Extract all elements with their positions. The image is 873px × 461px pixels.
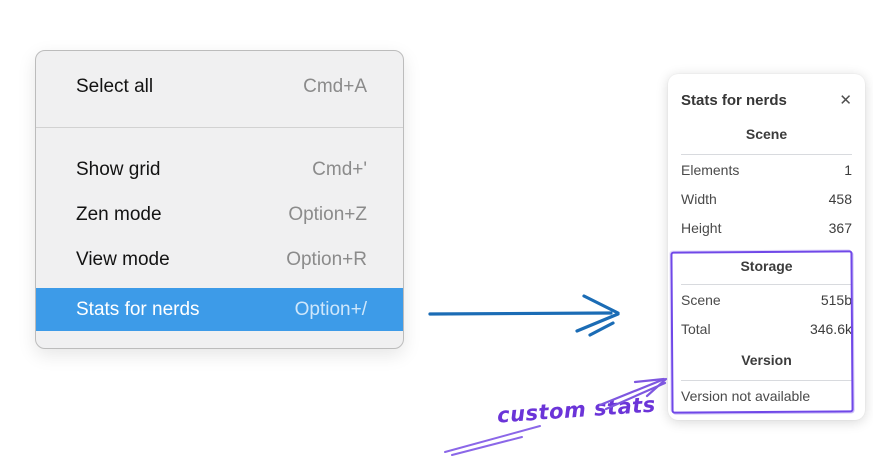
- stat-label: Total: [681, 320, 711, 337]
- menu-item-shortcut: Option+R: [286, 249, 367, 270]
- stat-value: 515b: [820, 291, 852, 308]
- menu-item-view-mode[interactable]: View mode Option+R: [36, 237, 403, 283]
- menu-item-label: Stats for nerds: [76, 298, 200, 320]
- section-divider: [681, 380, 852, 381]
- stats-panel: Stats for nerds ✕ Scene Elements 1 Width…: [668, 74, 865, 420]
- stat-row-height: Height 367: [681, 213, 852, 242]
- stat-row-storage-total: Total 346.6k: [681, 314, 852, 343]
- menu-item-select-all[interactable]: Select all Cmd+A: [36, 64, 403, 109]
- handwritten-annotation-text: custom stats: [496, 392, 657, 428]
- menu-item-shortcut: Option+/: [294, 298, 367, 320]
- stat-label: Scene: [681, 291, 721, 308]
- stat-value: 458: [828, 190, 852, 207]
- menu-item-zen-mode[interactable]: Zen mode Option+Z: [36, 192, 403, 237]
- section-divider: [681, 284, 852, 285]
- menu-item-label: Zen mode: [76, 203, 162, 225]
- stat-row-storage-scene: Scene 515b: [681, 285, 852, 314]
- menu-item-show-grid[interactable]: Show grid Cmd+': [36, 147, 403, 192]
- context-menu: Select all Cmd+A Show grid Cmd+' Zen mod…: [35, 50, 404, 349]
- menu-item-label: Select all: [76, 75, 154, 97]
- connector-arrow: [428, 294, 620, 337]
- menu-item-shortcut: Cmd+': [312, 158, 367, 180]
- stats-panel-title: Stats for nerds: [681, 91, 787, 109]
- menu-item-label: Show grid: [76, 158, 161, 180]
- storage-section-heading: Storage: [740, 258, 793, 274]
- stat-label: Width: [681, 190, 717, 207]
- stat-label: Height: [681, 219, 722, 236]
- menu-item-stats-for-nerds-selected[interactable]: Stats for nerds Option+/: [36, 288, 403, 331]
- stat-row-elements: Elements 1: [681, 155, 852, 184]
- menu-item-label: View mode: [76, 249, 170, 270]
- menu-separator: [36, 127, 403, 128]
- stat-value: 346.6k: [809, 320, 852, 337]
- stat-row-width: Width 458: [681, 184, 852, 213]
- scene-section-heading: Scene: [745, 126, 788, 142]
- version-section-heading: Version: [741, 352, 792, 368]
- section-divider: [681, 154, 852, 155]
- close-icon[interactable]: ✕: [839, 91, 852, 109]
- stat-value: 367: [828, 219, 852, 236]
- stat-value: 1: [844, 161, 852, 178]
- menu-item-shortcut: Option+Z: [288, 203, 367, 225]
- stat-label: Elements: [681, 161, 740, 178]
- version-note: Version not available: [681, 387, 811, 404]
- stats-panel-header: Stats for nerds ✕: [681, 74, 852, 112]
- menu-item-shortcut: Cmd+A: [303, 75, 367, 97]
- annotation-underline-arrow: [444, 425, 541, 456]
